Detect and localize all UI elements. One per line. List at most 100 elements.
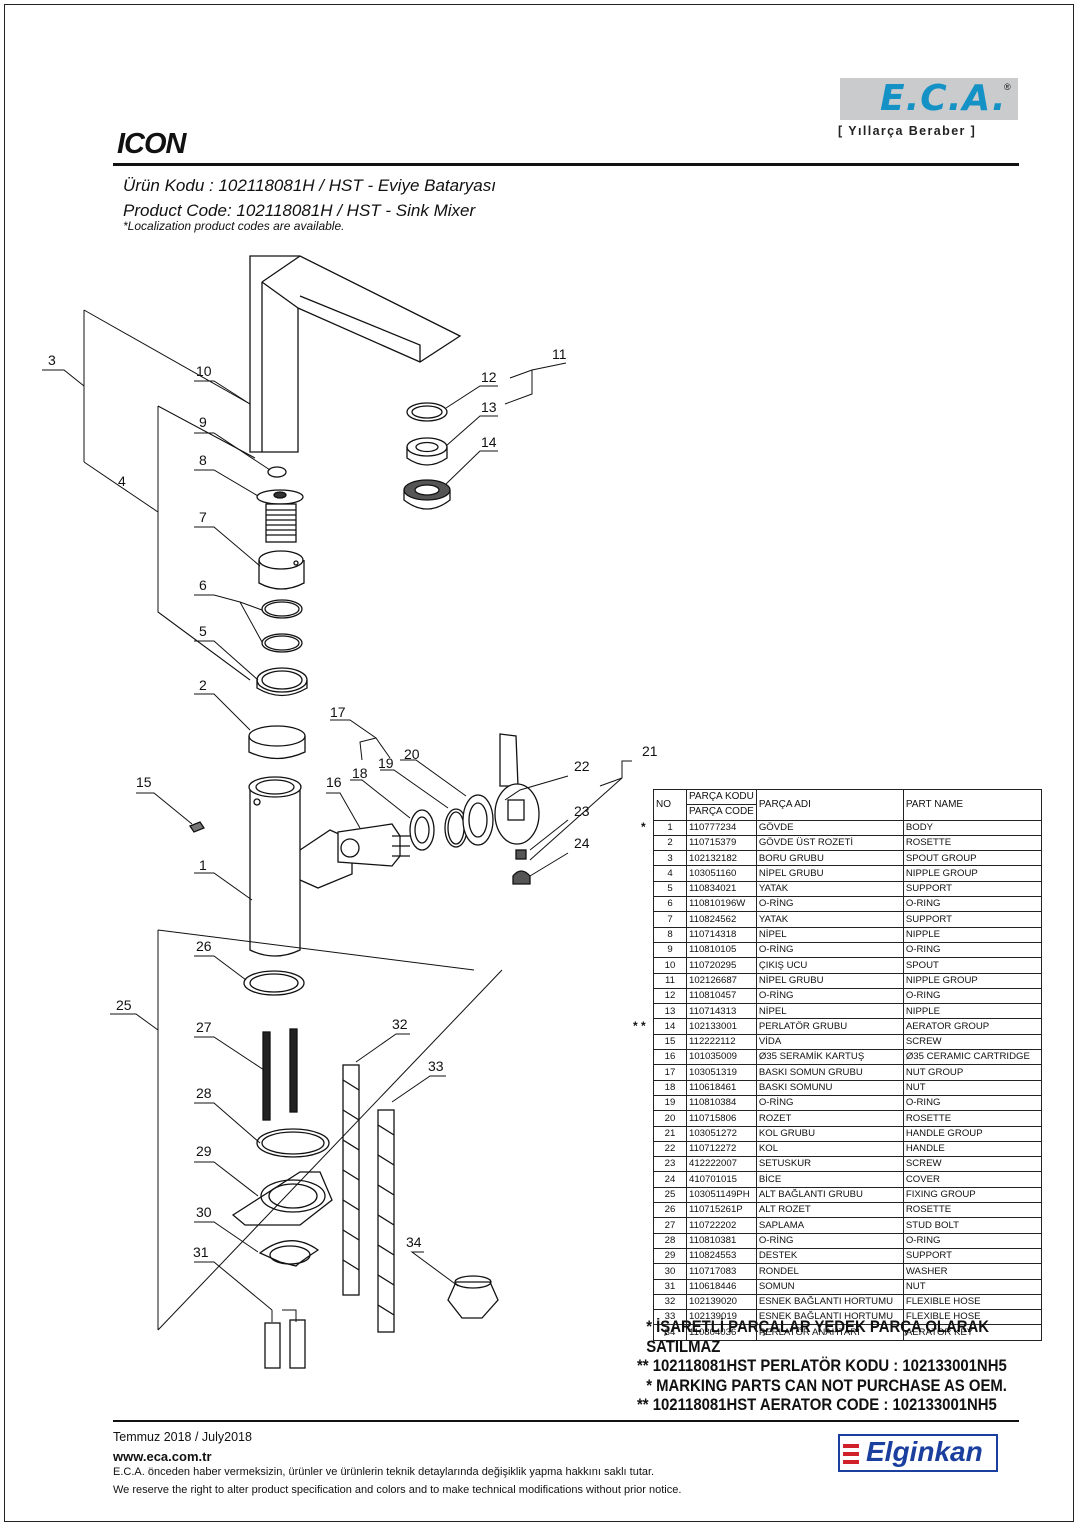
cell-code: 110712272: [686, 1140, 757, 1158]
cell-name-tr: KOL: [755, 1140, 904, 1158]
callout-15: 15: [136, 774, 152, 790]
cell-no: 24: [653, 1171, 687, 1188]
parts-table: NO PARÇA KODU PARÇA ADI PART NAME PARÇA …: [653, 788, 1043, 1341]
callout-22: 22: [574, 758, 590, 774]
callout-26: 26: [196, 938, 212, 954]
cell-name-en: SCREW: [902, 1033, 1043, 1051]
cell-name-tr: NİPEL GRUBU: [755, 972, 904, 989]
cell-no: 34: [653, 1324, 687, 1341]
cell-no: 29: [653, 1247, 687, 1265]
cell-name-tr: O-RİNG: [755, 1232, 904, 1249]
cell-code: 110618461: [686, 1079, 757, 1096]
cell-name-tr: GÖVDE ÜST ROZETİ: [755, 834, 904, 852]
cell-name-en: SUPPORT: [902, 880, 1043, 898]
callout-6: 6: [199, 577, 207, 593]
product-code-tr: Ürün Kodu : 102118081H / HST - Eviye Bat…: [123, 176, 496, 195]
cell-no: 31: [653, 1278, 687, 1295]
cell-code: 110717083: [686, 1263, 757, 1280]
cell-code: 410701015: [686, 1171, 757, 1188]
cell-no: 28: [653, 1232, 687, 1249]
cell-name-tr: ALT ROZET: [755, 1202, 904, 1219]
cell-name-en: SPOUT: [902, 957, 1043, 974]
cell-name-en: SUPPORT: [902, 1247, 1043, 1265]
cell-no: 16: [653, 1049, 687, 1066]
cell-name-tr: YATAK: [755, 880, 904, 898]
cell-name-tr: BASKI SOMUNU: [755, 1079, 904, 1096]
header-code-tr: PARÇA KODU: [686, 788, 757, 806]
cell-no: 7: [653, 911, 687, 928]
cell-no: 33: [653, 1309, 687, 1326]
cell-name-tr: O-RİNG: [755, 896, 904, 913]
cell-no: 32: [653, 1293, 687, 1311]
cell-code: 103051272: [686, 1125, 757, 1142]
note-en-marking: * MARKING PARTS CAN NOT PURCHASE AS OEM.: [646, 1376, 1007, 1395]
cell-name-tr: YATAK: [755, 911, 904, 928]
callout-16: 16: [326, 774, 342, 790]
cell-name-en: SUPPORT: [902, 911, 1043, 928]
cell-name-tr: SETUSKUR: [755, 1156, 904, 1173]
callout-7: 7: [199, 509, 207, 525]
cell-name-en: FLEXIBLE HOSE: [902, 1293, 1043, 1311]
cell-code: 110777234: [686, 819, 757, 836]
cell-no: 27: [653, 1217, 687, 1234]
cell-no: 13: [653, 1003, 687, 1020]
cell-name-tr: NİPEL: [755, 926, 904, 943]
cell-name-en: STUD BOLT: [902, 1217, 1043, 1234]
cell-name-tr: BASKI SOMUN GRUBU: [755, 1064, 904, 1081]
callout-17: 17: [330, 704, 346, 720]
callout-1: 1: [199, 857, 207, 873]
callout-25: 25: [116, 997, 132, 1013]
callout-28: 28: [196, 1085, 212, 1101]
callout-5: 5: [199, 623, 207, 639]
cell-code: 103051160: [686, 865, 757, 882]
cell-name-tr: ÇIKIŞ UCU: [755, 957, 904, 974]
product-code-en: Product Code: 102118081H / HST - Sink Mi…: [123, 201, 476, 220]
cell-name-en: Ø35 CERAMIC CARTRIDGE: [902, 1049, 1043, 1066]
cell-name-en: O-RING: [902, 896, 1043, 913]
cell-name-en: NIPPLE GROUP: [902, 972, 1043, 989]
cell-no: 21: [653, 1125, 687, 1142]
cell-code: 110810196W: [686, 896, 757, 913]
callout-24: 24: [574, 835, 590, 851]
cell-name-en: NUT: [902, 1278, 1043, 1295]
cell-code: 110715261P: [686, 1202, 757, 1219]
cell-code: 110714318: [686, 926, 757, 943]
cell-no: 11: [653, 972, 687, 989]
cell-no: 14: [653, 1018, 687, 1035]
callout-34: 34: [406, 1234, 422, 1250]
brand-logo-background: [840, 78, 1018, 120]
footer-website-link[interactable]: www.eca.com.tr: [113, 1449, 212, 1464]
cell-code: 101035009: [686, 1049, 757, 1066]
cell-no: 3: [653, 850, 687, 867]
cell-name-en: FIXING GROUP: [902, 1186, 1043, 1204]
callout-12: 12: [481, 369, 497, 385]
cell-code: 110714313: [686, 1003, 757, 1020]
header-no: NO: [653, 789, 687, 821]
cell-code: 102126687: [686, 972, 757, 989]
cell-no: 22: [653, 1140, 687, 1158]
cell-no: 17: [653, 1064, 687, 1081]
row-marker: * *: [633, 1018, 646, 1033]
cell-name-tr: VİDA: [755, 1033, 904, 1051]
cell-name-en: NUT GROUP: [902, 1064, 1043, 1081]
cell-code: 110834021: [686, 880, 757, 898]
cell-code: 110810384: [686, 1094, 757, 1112]
